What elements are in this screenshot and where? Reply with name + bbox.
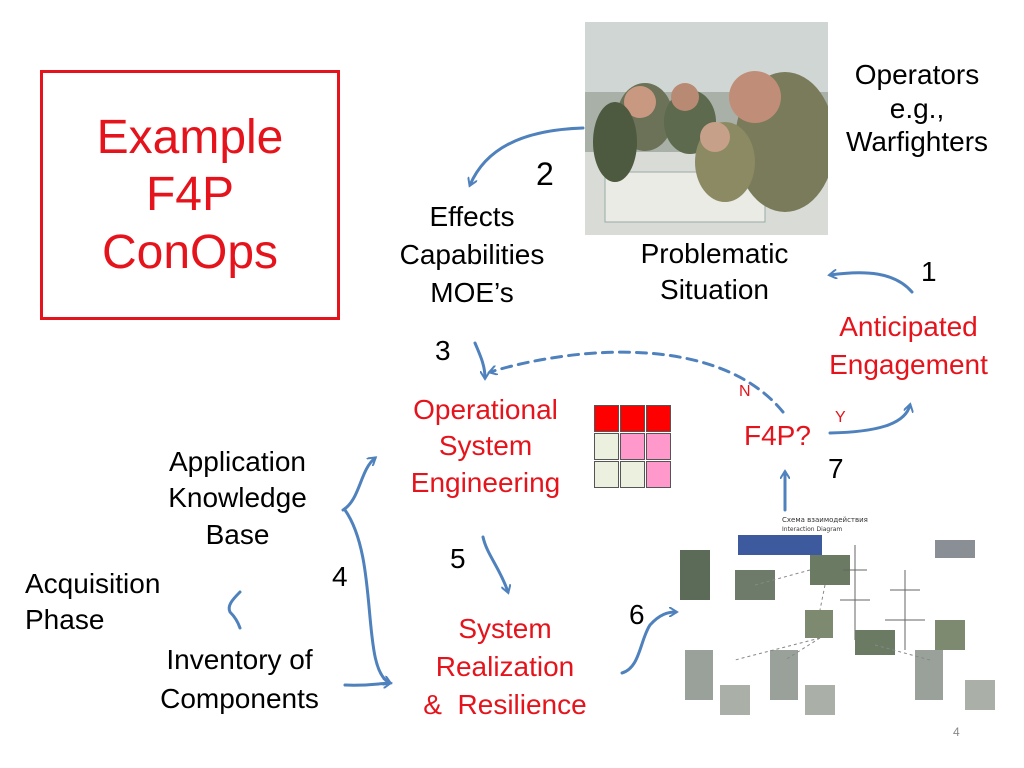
diagram-caption-ru: Схема взаимодействия xyxy=(782,516,868,524)
arrow-f4p-yes xyxy=(828,405,910,435)
arrow-effects-to-ose xyxy=(473,341,485,378)
arrow-realization-to-equipment xyxy=(620,612,676,675)
title-line-1: Example xyxy=(96,110,284,164)
step-1: 1 xyxy=(921,256,937,287)
step-6: 6 xyxy=(629,599,645,630)
f4p-decision-label: F4P? xyxy=(744,420,811,451)
requirements-matrix xyxy=(594,405,672,489)
step-4: 4 xyxy=(332,561,348,592)
matrix-row xyxy=(594,433,672,461)
arrow-knowledge-to-ose xyxy=(341,458,375,512)
step-7: 7 xyxy=(828,453,844,484)
arrow-ose-to-realization xyxy=(481,535,508,592)
system-realization-resilience-label: System Realization & Resilience xyxy=(423,613,587,720)
inventory-of-components-label: Inventory of Components xyxy=(160,644,319,715)
matrix-cell xyxy=(620,461,645,488)
matrix-cell xyxy=(620,433,645,460)
title-box: Example F4P ConOps xyxy=(40,70,340,320)
diagram-caption-en: Interaction Diagram xyxy=(782,526,842,533)
effects-label: Effects Capabilities MOE’s xyxy=(399,201,545,308)
title-line-2: F4P xyxy=(145,168,235,222)
acquisition-phase-label: Acquisition Phase xyxy=(25,568,161,636)
matrix-cell xyxy=(594,405,619,432)
arrow-knowledge-to-realization xyxy=(343,508,390,683)
matrix-cell xyxy=(646,433,671,460)
arrow-inventory-to-realization xyxy=(343,683,390,685)
problematic-situation-label: Problematic Situation xyxy=(640,238,789,306)
operators-label: Operators e.g., Warfighters xyxy=(845,59,989,158)
operational-system-engineering-label: Operational System Engineering xyxy=(410,394,561,498)
matrix-cell xyxy=(646,461,671,488)
matrix-cell xyxy=(594,461,619,488)
matrix-cell xyxy=(620,405,645,432)
arrow-engagement-to-problem xyxy=(830,273,914,294)
operators-photo xyxy=(585,22,828,235)
arrow-f4p-no-loop xyxy=(490,350,785,414)
step-2: 2 xyxy=(536,156,554,192)
title-line-3: ConOps xyxy=(101,225,279,279)
page-number: 4 xyxy=(953,725,960,739)
matrix-cell xyxy=(646,405,671,432)
application-knowledge-base-label: Application Knowledge Base xyxy=(168,446,307,550)
f4p-no-label: N xyxy=(739,383,751,400)
arrow-acquisition-bracket xyxy=(227,590,242,630)
anticipated-engagement-label: Anticipated Engagement xyxy=(829,311,988,380)
matrix-row xyxy=(594,461,672,489)
f4p-yes-label: Y xyxy=(835,409,846,426)
arrow-operators-to-effects xyxy=(470,126,585,185)
matrix-cell xyxy=(594,433,619,460)
equipment-diagram: Схема взаимодействия Interaction Diagram xyxy=(675,510,1010,740)
step-5: 5 xyxy=(450,543,466,574)
step-3: 3 xyxy=(435,335,451,366)
matrix-row xyxy=(594,405,672,433)
